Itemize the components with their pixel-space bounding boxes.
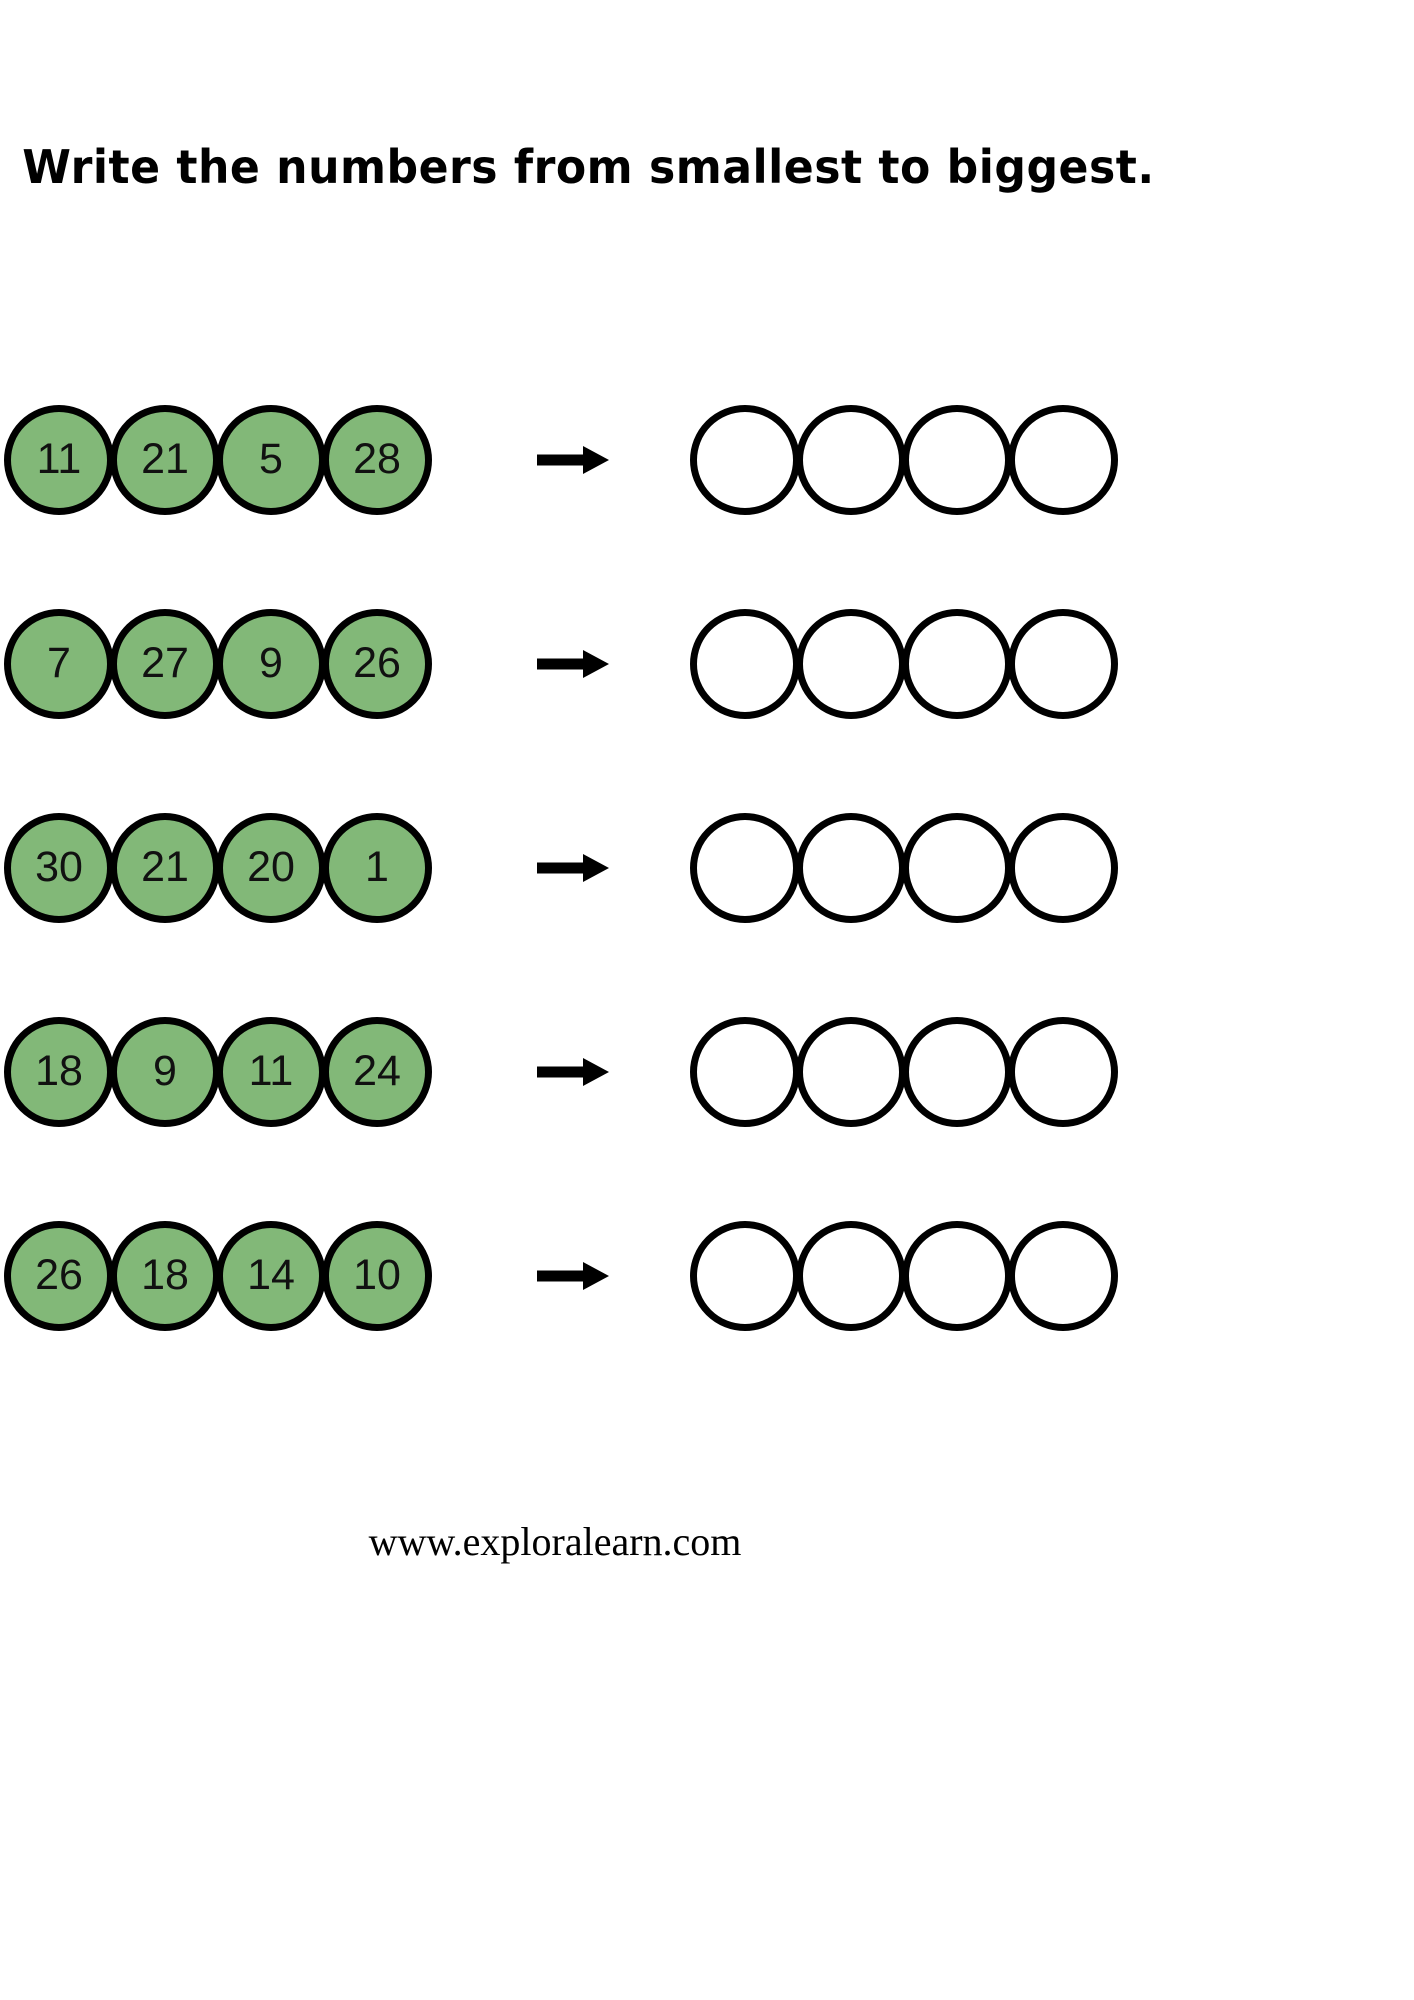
number-value: 21 <box>141 434 189 483</box>
number-value: 18 <box>35 1046 83 1095</box>
number-circle: 27 <box>110 609 220 719</box>
answer-circle[interactable] <box>902 1221 1012 1331</box>
number-circle: 9 <box>216 609 326 719</box>
arrow-right-icon <box>520 1016 630 1128</box>
number-circle: 10 <box>322 1221 432 1331</box>
arrow-right-icon <box>520 812 630 924</box>
number-circle: 24 <box>322 1017 432 1127</box>
number-value: 21 <box>141 842 189 891</box>
arrow-right-icon <box>520 608 630 720</box>
number-value: 27 <box>141 638 189 687</box>
number-circle: 30 <box>4 813 114 923</box>
number-value: 26 <box>353 638 401 687</box>
number-circle: 1 <box>322 813 432 923</box>
answer-circles-group <box>690 1220 1118 1332</box>
answer-circle[interactable] <box>1008 609 1118 719</box>
answer-circle[interactable] <box>902 1017 1012 1127</box>
answer-circle[interactable] <box>796 405 906 515</box>
problem-row: 7 27 9 26 <box>0 608 1414 720</box>
number-circle: 28 <box>322 405 432 515</box>
number-value: 9 <box>259 638 283 687</box>
answer-circle[interactable] <box>1008 1221 1118 1331</box>
answer-circle[interactable] <box>690 609 800 719</box>
number-value: 9 <box>153 1046 177 1095</box>
number-circle: 18 <box>110 1221 220 1331</box>
answer-circle[interactable] <box>690 405 800 515</box>
number-value: 1 <box>365 842 389 891</box>
given-numbers-group: 7 27 9 26 <box>4 608 432 720</box>
page-title: Write the numbers from smallest to bigge… <box>22 140 1155 194</box>
number-circle: 11 <box>216 1017 326 1127</box>
answer-circle[interactable] <box>902 813 1012 923</box>
number-circle: 26 <box>4 1221 114 1331</box>
number-value: 28 <box>353 434 401 483</box>
given-numbers-group: 11 21 5 28 <box>4 404 432 516</box>
arrow-right-icon <box>520 1220 630 1332</box>
number-value: 30 <box>35 842 83 891</box>
given-numbers-group: 18 9 11 24 <box>4 1016 432 1128</box>
number-circle: 20 <box>216 813 326 923</box>
answer-circles-group <box>690 812 1118 924</box>
number-value: 11 <box>248 1046 294 1095</box>
number-value: 20 <box>247 842 295 891</box>
answer-circle[interactable] <box>796 609 906 719</box>
number-value: 10 <box>353 1250 401 1299</box>
number-circle: 21 <box>110 813 220 923</box>
answer-circle[interactable] <box>902 609 1012 719</box>
answer-circle[interactable] <box>796 813 906 923</box>
given-numbers-group: 26 18 14 10 <box>4 1220 432 1332</box>
number-value: 24 <box>353 1046 401 1095</box>
number-circle: 21 <box>110 405 220 515</box>
number-value: 14 <box>247 1250 295 1299</box>
answer-circles-group <box>690 404 1118 516</box>
number-circle: 9 <box>110 1017 220 1127</box>
number-circle: 7 <box>4 609 114 719</box>
number-circle: 5 <box>216 405 326 515</box>
number-value: 26 <box>35 1250 83 1299</box>
number-value: 11 <box>36 434 82 483</box>
answer-circle[interactable] <box>690 1221 800 1331</box>
answer-circle[interactable] <box>796 1221 906 1331</box>
answer-circle[interactable] <box>690 1017 800 1127</box>
problem-row: 26 18 14 10 <box>0 1220 1414 1332</box>
given-numbers-group: 30 21 20 1 <box>4 812 432 924</box>
footer-url: www.exploralearn.com <box>368 1519 742 1564</box>
answer-circle[interactable] <box>796 1017 906 1127</box>
number-circle: 26 <box>322 609 432 719</box>
problem-row: 11 21 5 28 <box>0 404 1414 516</box>
number-circle: 11 <box>4 405 114 515</box>
answer-circles-group <box>690 1016 1118 1128</box>
number-value: 18 <box>141 1250 189 1299</box>
number-circle: 18 <box>4 1017 114 1127</box>
answer-circle[interactable] <box>690 813 800 923</box>
number-value: 7 <box>47 638 71 687</box>
answer-circles-group <box>690 608 1118 720</box>
answer-circle[interactable] <box>902 405 1012 515</box>
number-value: 5 <box>259 434 283 483</box>
answer-circle[interactable] <box>1008 813 1118 923</box>
arrow-right-icon <box>520 404 630 516</box>
number-circle: 14 <box>216 1221 326 1331</box>
answer-circle[interactable] <box>1008 1017 1118 1127</box>
answer-circle[interactable] <box>1008 405 1118 515</box>
problem-row: 30 21 20 1 <box>0 812 1414 924</box>
problem-row: 18 9 11 24 <box>0 1016 1414 1128</box>
